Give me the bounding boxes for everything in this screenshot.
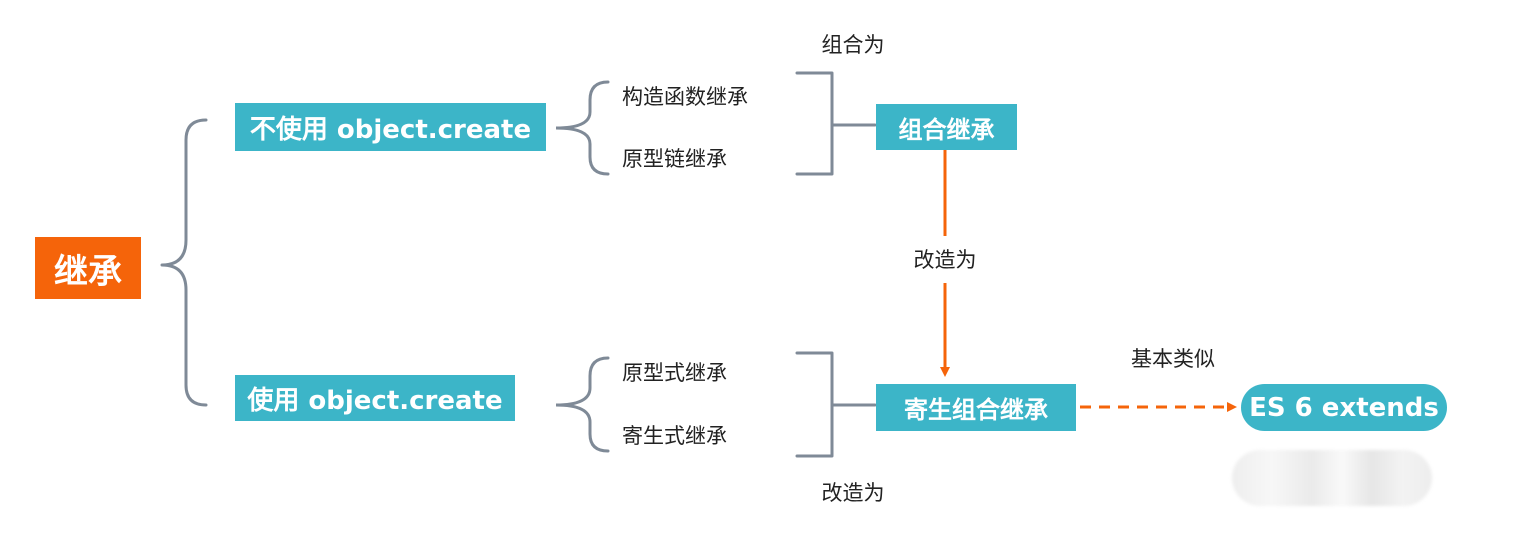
branch-without-object-create: 不使用 object.create <box>235 103 546 151</box>
es6-extends-node: ES 6 extends <box>1241 384 1447 431</box>
basically-similar-note: 基本类似 <box>1131 347 1215 371</box>
prototype-chain-inheritance-label: 原型链继承 <box>622 147 727 171</box>
prototypal-inheritance-label: 原型式继承 <box>622 361 727 385</box>
top-left-brace <box>555 80 610 176</box>
top-right-bracket <box>795 71 877 176</box>
blurred-watermark <box>1232 450 1432 506</box>
refactor-as-bottom-note: 改造为 <box>821 481 885 505</box>
parasitic-combination-inheritance-node: 寄生组合继承 <box>876 384 1076 431</box>
combination-inheritance-node: 组合继承 <box>876 104 1017 150</box>
bottom-left-brace <box>555 356 610 453</box>
refactor-as-arrow-note: 改造为 <box>913 248 977 272</box>
root-brace <box>160 118 208 407</box>
root-node: 继承 <box>35 237 141 299</box>
bottom-right-bracket <box>795 351 877 458</box>
parasitic-inheritance-label: 寄生式继承 <box>622 424 727 448</box>
branch-with-object-create: 使用 object.create <box>235 375 515 421</box>
combine-as-note: 组合为 <box>821 33 885 57</box>
constructor-inheritance-label: 构造函数继承 <box>622 85 748 109</box>
